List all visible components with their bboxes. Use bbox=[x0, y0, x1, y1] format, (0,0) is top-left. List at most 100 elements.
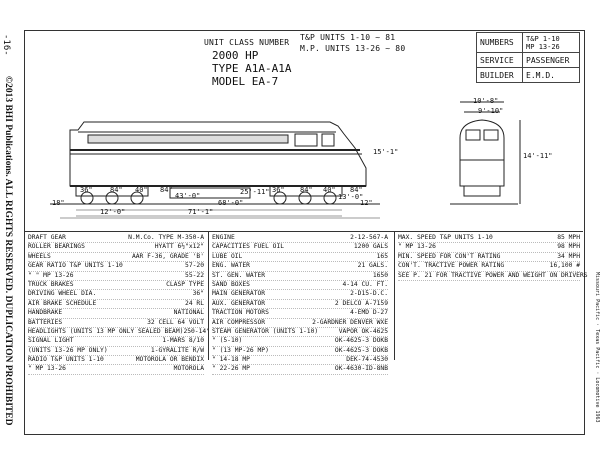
page-number: -16- bbox=[1, 34, 11, 56]
spec-key: STEAM GENERATOR (UNITS 1-10) bbox=[212, 327, 319, 335]
wheel-dim-7: 40" bbox=[323, 186, 336, 194]
spec-key: DRAFT GEAR bbox=[28, 234, 66, 241]
spec-key: GEAR RATIO T&P UNITS 1-10 bbox=[28, 262, 123, 270]
spec-row: BATTERIES 32 CELL 64 VOLT bbox=[28, 319, 204, 328]
dim-43: 43'-0" bbox=[175, 192, 201, 200]
spec-value: NATIONAL bbox=[173, 309, 204, 317]
dim-68: 68'-0" bbox=[218, 199, 244, 207]
side-height: 15'-1" bbox=[373, 148, 399, 156]
dim-12: 12" bbox=[360, 199, 373, 207]
spec-key: AIR COMPRESSOR bbox=[212, 318, 266, 326]
spec-key: TRUCK BRAKES bbox=[28, 280, 74, 288]
spec-key: TRACTION MOTORS bbox=[212, 309, 269, 317]
spec-value: 250-14" bbox=[183, 327, 210, 335]
wheel-dim-1: 36" bbox=[80, 186, 93, 194]
end-width-top: 10'-8" bbox=[473, 97, 499, 105]
spec-value: OK-4625-3 DOKB bbox=[334, 337, 388, 345]
spec-key: " (5-10) bbox=[212, 337, 243, 345]
spec-value: HYATT 6½"x12" bbox=[154, 243, 204, 251]
spec-value: CLASP TYPE bbox=[166, 280, 204, 288]
spec-grid: DRAFT GEAR N.M.Co. TYPE M-350-A ROLLER BEA… bbox=[24, 231, 588, 375]
spec-key: ST. GEN. WATER bbox=[212, 271, 266, 279]
spec-row: AIR BRAKE SCHEDULE 24 RL bbox=[28, 299, 204, 310]
info-table: NUMBERS T&P 1-10 MP 13-26 SERVICE PASSEN… bbox=[475, 32, 580, 83]
spec-row: " (5-10) OK-4625-3 DOKB bbox=[212, 337, 388, 347]
wheel-dim-3: 40" bbox=[135, 186, 148, 194]
spec-value: 1-MARS 8/10 bbox=[162, 337, 204, 345]
spec-row: SEE P. 21 FOR TRACTIVE POWER AND WEIGHT … bbox=[398, 272, 588, 281]
locomotive-diagram bbox=[50, 101, 521, 219]
spec-key: SEE P. 21 FOR TRACTIVE POWER AND WEIGHT … bbox=[398, 271, 588, 279]
spec-key: HANDBRAKE bbox=[28, 309, 63, 317]
spec-value: N.M.Co. TYPE M-350-A bbox=[128, 234, 204, 241]
spec-key: AUX. GENERATOR bbox=[212, 299, 266, 307]
spec-value: 2-GARDNER DENVER WXE bbox=[312, 318, 388, 326]
spec-value: 24 RL bbox=[185, 299, 204, 307]
side-view bbox=[50, 121, 380, 205]
dim-18: 18" bbox=[52, 199, 65, 207]
spec-key: (UNITS 13-26 MP ONLY) bbox=[28, 346, 108, 354]
spec-value: 21 GALS. bbox=[357, 262, 388, 270]
wheel-dim-2: 84" bbox=[110, 186, 123, 194]
spec-key: BATTERIES bbox=[28, 318, 63, 326]
numbers-value: T&P 1-10 MP 13-26 bbox=[522, 32, 580, 53]
spec-value: 1200 GALS bbox=[353, 243, 388, 251]
spec-row: " (13 MP-26 MP)OK-4625-3 DOKB bbox=[212, 347, 388, 357]
spec-key: RADIO T&P UNITS 1-10 bbox=[28, 356, 104, 364]
spec-key: " 14-18 MP bbox=[212, 356, 250, 364]
spec-row: ENG. WATER 21 GALS. bbox=[212, 262, 388, 272]
spec-key: ENG. WATER bbox=[212, 262, 250, 270]
unit-class-label: UNIT CLASS NUMBER bbox=[204, 38, 290, 47]
spec-value: DEK-74-4530 bbox=[346, 356, 388, 364]
spec-value: 1650 bbox=[372, 271, 388, 279]
spec-value: MOTOROLA OR BENDIX bbox=[135, 356, 204, 364]
spec-row: SAND BOXES 4-14 CU. FT. bbox=[212, 280, 389, 291]
spec-row: (UNITS 13-26 MP ONLY) 1-GYRALITE R/W bbox=[28, 346, 204, 357]
wheel-dim-6: 84" bbox=[300, 186, 313, 194]
spec-row: DRIVING WHEEL DIA.36" bbox=[28, 290, 204, 300]
dim-13: 13'-0" bbox=[338, 193, 364, 201]
spec-key: SIGNAL LIGHT bbox=[28, 337, 74, 345]
wheel-dim-8: 84" bbox=[350, 186, 363, 194]
model: MODEL EA-7 bbox=[212, 75, 279, 88]
spec-row: ST. GEN. WATER 1650 bbox=[212, 272, 388, 281]
spec-value: 34 MPH bbox=[557, 252, 580, 260]
spec-row: HANDBRAKE NATIONAL bbox=[28, 309, 204, 319]
spec-value: 4-EMD D-27 bbox=[350, 309, 388, 317]
dim-71: 71'-1" bbox=[188, 208, 214, 216]
wheel-type: TYPE A1A-A1A bbox=[212, 62, 292, 75]
copyright-notice: ©2013 BHI Publications. ALL RIGHTS RESER… bbox=[3, 76, 13, 426]
spec-key: HEADLIGHTS (UNITS 13 MP ONLY SEALED BEAM… bbox=[28, 327, 184, 335]
spec-key: AIR BRAKE SCHEDULE bbox=[28, 299, 97, 307]
wheel-dim-4: 84" bbox=[160, 186, 173, 194]
spec-row: TRUCK BRAKES CLASP TYPE bbox=[28, 280, 204, 291]
wheel-dim-5: 36" bbox=[272, 186, 285, 194]
spec-key: SAND BOXES bbox=[212, 280, 250, 288]
spec-value: 4-14 CU. FT. bbox=[342, 280, 389, 288]
end-view bbox=[450, 101, 521, 205]
end-width-lower: 9'-10" bbox=[478, 107, 504, 115]
spec-value: 1-GYRALITE R/W bbox=[150, 346, 204, 354]
spec-value: 32 CELL 64 VOLT bbox=[147, 318, 204, 326]
spec-row: AIR COMPRESSOR 2-GARDNER DENVER WXE bbox=[212, 319, 388, 328]
spec-row: DRAFT GEAR N.M.Co. TYPE M-350-A bbox=[28, 234, 204, 244]
spec-value: 36" bbox=[192, 290, 204, 298]
spec-key: ENGINE bbox=[212, 234, 235, 241]
spec-row: SIGNAL LIGHT 1-MARS 8/10 bbox=[28, 337, 204, 347]
unit-numbers-2: M.P. UNITS 13-26 ~ 80 bbox=[300, 44, 406, 53]
spec-key: " " MP 13-26 bbox=[28, 271, 74, 279]
builder-label: BUILDER bbox=[475, 67, 524, 83]
